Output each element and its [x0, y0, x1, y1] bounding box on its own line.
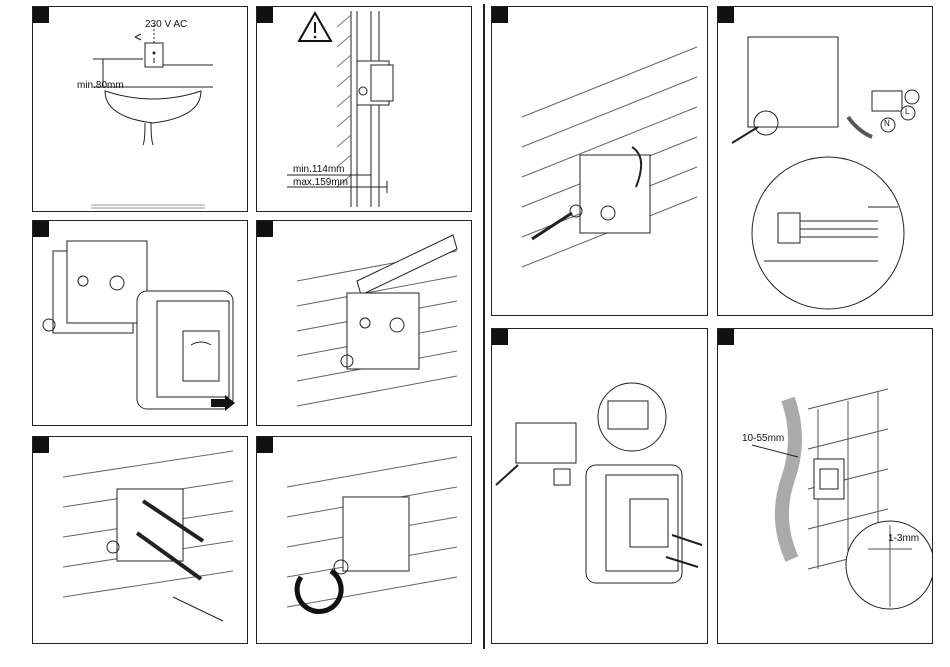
- illustration-box-with-pipes: [33, 437, 248, 644]
- step-panel-6: [256, 436, 472, 644]
- illustration-level-on-box: [257, 221, 472, 426]
- step-panel-9: [491, 328, 708, 644]
- illustration-tighten-fitting: [257, 437, 472, 644]
- max-159-label: max.159mm: [293, 177, 348, 188]
- illustration-sink-socket: [33, 7, 248, 212]
- illustration-module-and-cover: [492, 329, 708, 644]
- column-divider: [483, 4, 485, 649]
- step-panel-1: 230 V AC min.80mm: [32, 6, 248, 212]
- voltage-label: 230 V AC: [145, 19, 187, 30]
- step-panel-10: 10-55mm 1-3mm: [717, 328, 933, 644]
- min-114-label: min.114mm: [293, 164, 345, 175]
- terminal-l-label: L: [905, 107, 909, 116]
- illustration-wiring-terminals: [718, 7, 933, 316]
- step-panel-7: [491, 6, 708, 316]
- rotate-arrow-icon: [297, 571, 341, 612]
- step-panel-2: min.114mm max.159mm: [256, 6, 472, 212]
- step-panel-4: [256, 220, 472, 426]
- step-panel-8: N L: [717, 6, 933, 316]
- range-10-55-label: 10-55mm: [742, 433, 784, 444]
- step-panel-5: [32, 436, 248, 644]
- terminal-n-label: N: [884, 119, 890, 128]
- illustration-tiled-wall: [718, 329, 933, 644]
- range-1-3-label: 1-3mm: [888, 533, 919, 544]
- illustration-wall-section: [257, 7, 472, 212]
- illustration-box-and-cover: [33, 221, 248, 426]
- ground-icon: [905, 90, 919, 104]
- step-panel-3: [32, 220, 248, 426]
- illustration-box-in-wall: [492, 7, 708, 316]
- min-80-label: min.80mm: [77, 80, 124, 91]
